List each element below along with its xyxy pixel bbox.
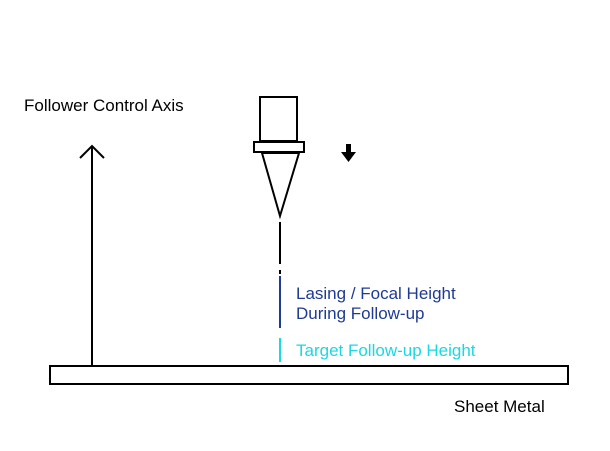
target-height-label: Target Follow-up Height [296,341,476,360]
axis-arrow-icon [79,144,105,368]
focal-height-label-line1: Lasing / Focal Height [296,284,456,303]
laser-nozzle-icon [253,96,305,220]
down-arrow-icon [341,144,356,162]
sheet-metal-label: Sheet Metal [454,397,545,416]
sheet-metal-plate [49,365,569,385]
focal-height-label: Lasing / Focal Height During Follow-up [296,284,456,324]
focal-height-label-line2: During Follow-up [296,304,425,323]
axis-label: Follower Control Axis [24,96,184,115]
